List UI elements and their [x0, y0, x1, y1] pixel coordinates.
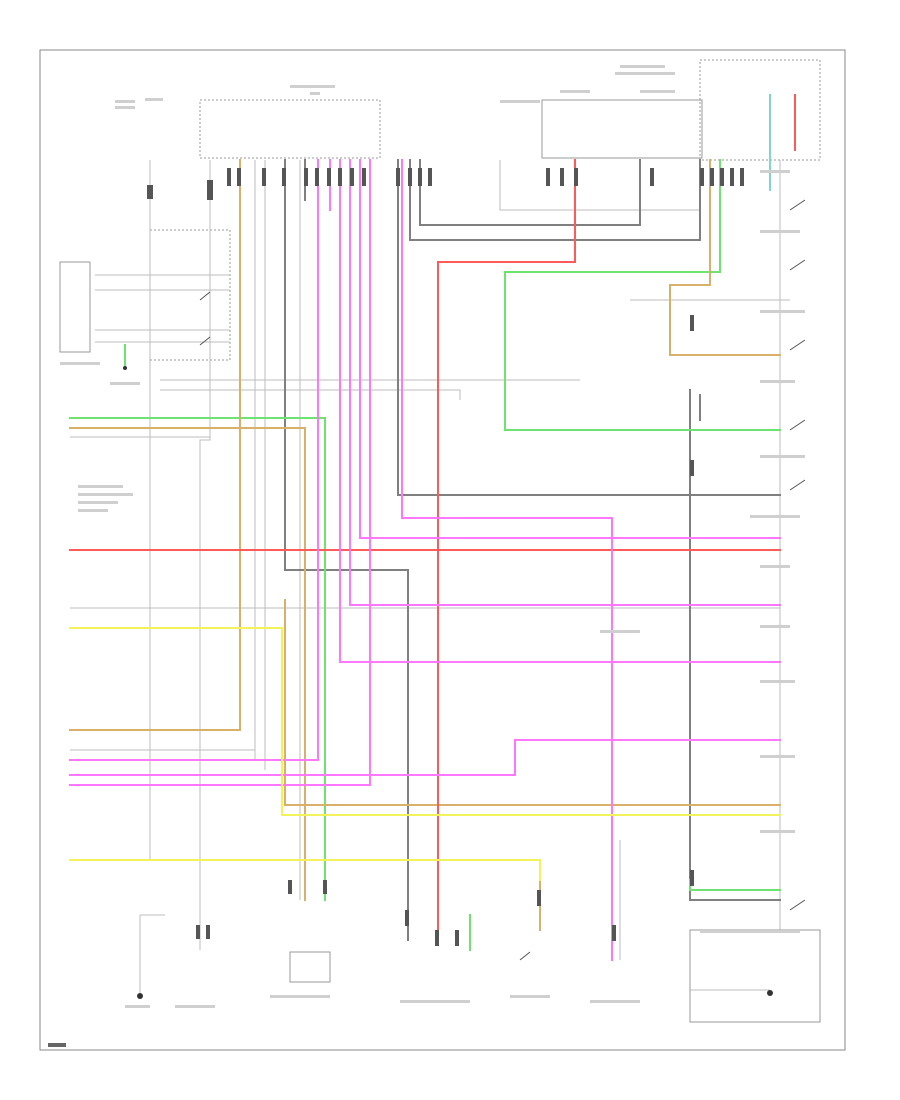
ground-symbols	[123, 366, 773, 999]
green-wires	[69, 159, 781, 951]
thin-wires	[70, 160, 790, 995]
switch-symbols	[199, 199, 806, 961]
connector-ticks	[147, 168, 744, 946]
drawing-number-block	[48, 1043, 66, 1047]
gray-wires	[284, 159, 781, 941]
label-placeholders	[60, 65, 805, 1008]
diagram-frame	[39, 49, 846, 1051]
yellow-wires	[69, 627, 781, 881]
red-wires	[69, 94, 796, 941]
top-components	[59, 59, 821, 1023]
tan-wires	[69, 159, 781, 931]
pink-wires	[69, 159, 781, 961]
